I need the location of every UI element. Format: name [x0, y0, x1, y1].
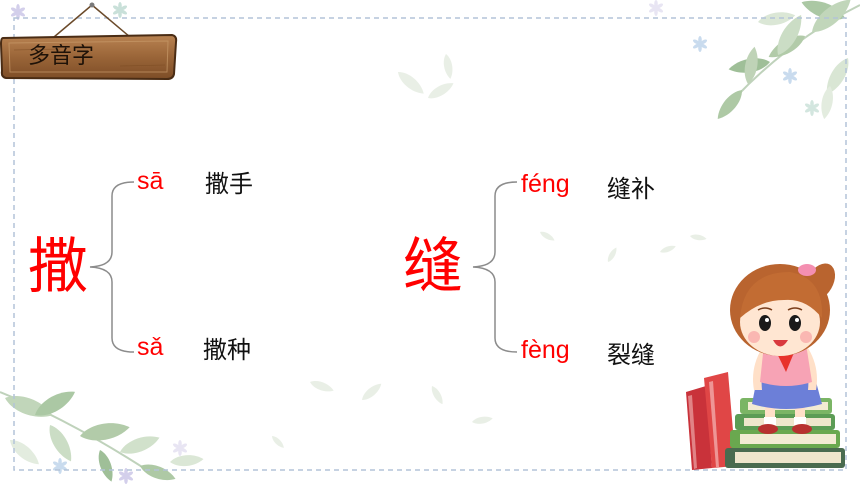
brace-right — [472, 181, 518, 353]
pinyin: féng — [521, 170, 570, 198]
brace-left — [89, 181, 135, 353]
pinyin: sǎ — [137, 333, 164, 361]
example-word: 撒种 — [203, 336, 251, 364]
example-word: 裂缝 — [607, 341, 655, 369]
example-word: 撒手 — [205, 170, 253, 198]
pinyin: fèng — [521, 336, 570, 364]
faint-leaves — [270, 53, 708, 450]
leaf-branch-top-right — [713, 0, 860, 123]
page-title: 多音字 — [28, 44, 95, 69]
girl-on-books-illustration — [686, 263, 845, 470]
pinyin: sā — [137, 167, 164, 195]
wooden-sign — [0, 2, 178, 81]
polyphonic-character: 撒 — [28, 232, 88, 302]
polyphonic-character: 缝 — [403, 232, 463, 302]
example-word: 缝补 — [607, 175, 655, 203]
leaf-branch-bottom-left — [0, 385, 204, 484]
dashed-frame — [13, 17, 847, 471]
